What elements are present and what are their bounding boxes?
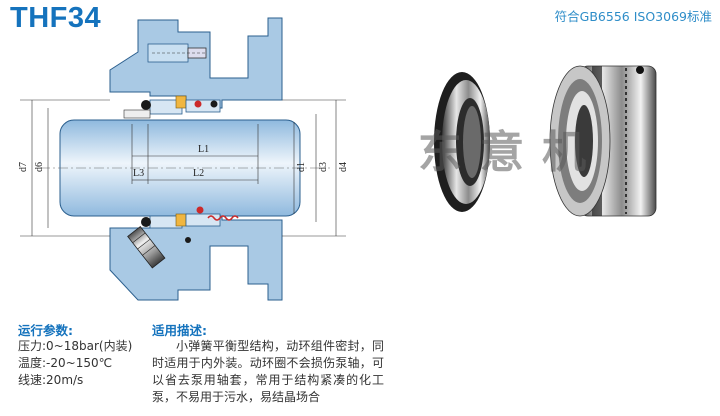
param-speed: 线速:20m/s <box>18 373 84 387</box>
standard-note: 符合GB6556 ISO3069标准 <box>554 9 712 24</box>
param-temperature: 温度:-20~150℃ <box>18 356 113 370</box>
seal-drawing: d7 d6 d1 d3 d4 L1 L2 L3 <box>18 17 657 301</box>
label-d1: d1 <box>296 162 307 172</box>
model-title: THF34 <box>10 2 102 34</box>
housing-upper <box>109 17 283 109</box>
seal-ring-photo <box>434 72 490 212</box>
housing-lower <box>109 211 283 301</box>
seal-assembly-upper <box>123 95 221 119</box>
application-text: 小弹簧平衡型结构，动环组件密封，同时适用于内外装。动环圈不会损伤泵轴，可以省去泵… <box>152 339 384 404</box>
watermark: 东意机 <box>418 127 604 178</box>
dimension-lines <box>20 99 346 237</box>
params-list: 压力:0~18bar(内装) 温度:-20~150℃ 线速:20m/s <box>18 338 132 389</box>
label-L3: L3 <box>133 168 144 179</box>
params-title: 运行参数: <box>18 323 73 338</box>
seal-assembly-lower <box>141 206 239 243</box>
application-title: 适用描述: <box>152 323 207 338</box>
label-L1: L1 <box>198 144 209 155</box>
label-d6: d6 <box>34 162 45 172</box>
label-d4: d4 <box>338 162 349 172</box>
seal-assembly-photo <box>549 65 657 217</box>
label-d3: d3 <box>318 162 329 172</box>
label-L2: L2 <box>193 168 204 179</box>
param-pressure: 压力:0~18bar(内装) <box>18 339 133 353</box>
label-d7: d7 <box>18 162 29 172</box>
